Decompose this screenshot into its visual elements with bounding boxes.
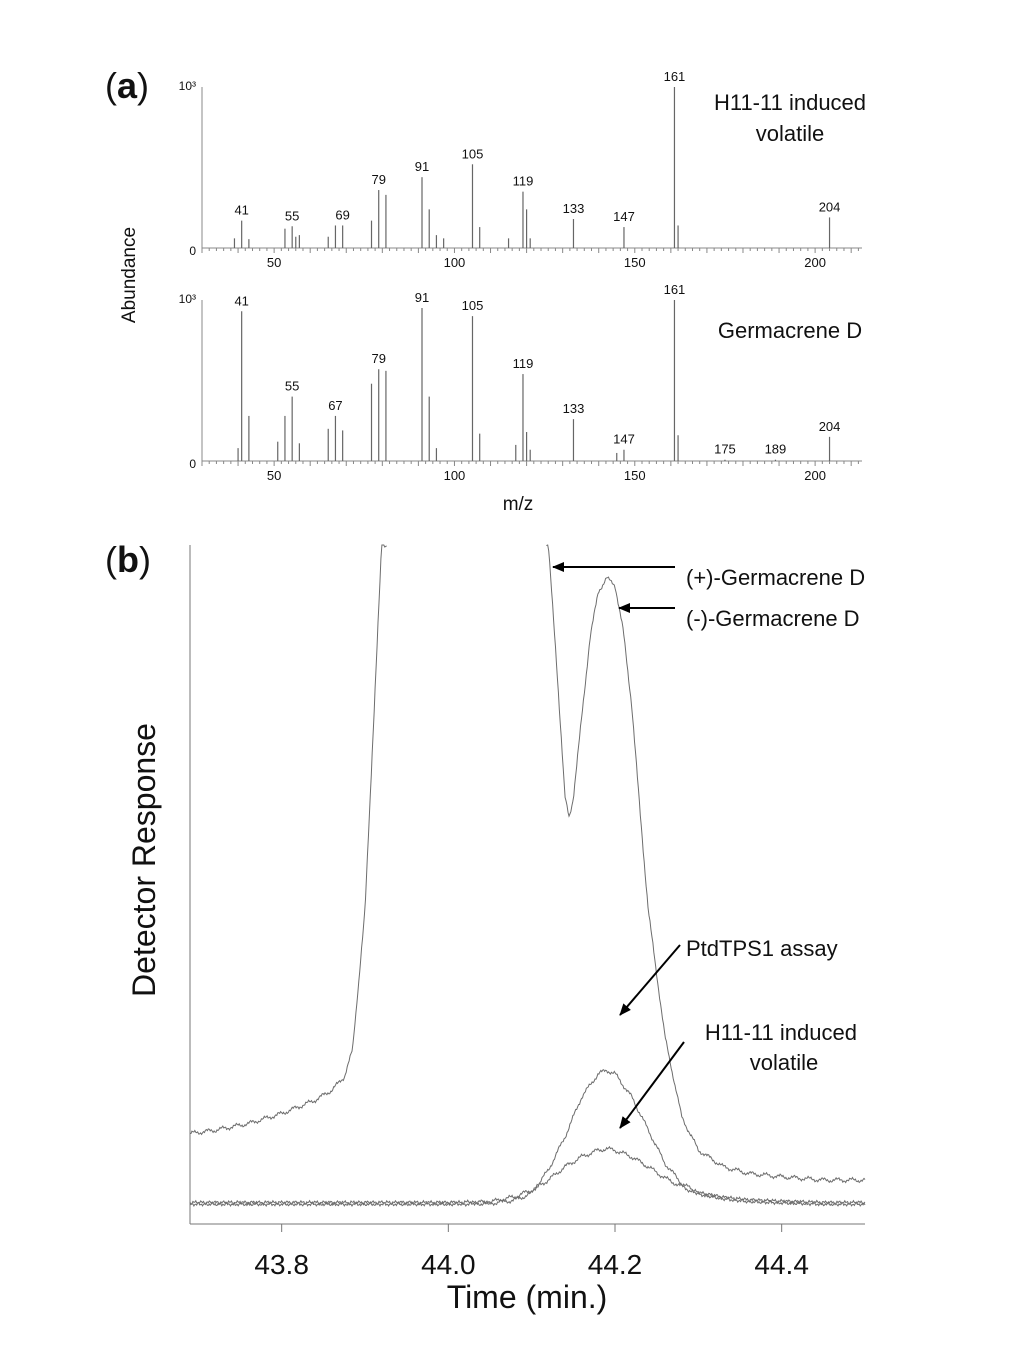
peak-label: 41 xyxy=(234,203,248,218)
panel-b: (b) Detector Response Time (min.) 43.8 44… xyxy=(105,539,866,1315)
minus-germacrene-label: (-)-Germacrene D xyxy=(686,606,860,631)
peak-label: 55 xyxy=(285,208,299,223)
detector-response-axis-label: Detector Response xyxy=(126,723,162,997)
peak-label: 161 xyxy=(664,282,686,297)
peak-label: 119 xyxy=(513,356,534,371)
x-tick-label: 100 xyxy=(444,255,466,270)
plus-germacrene-label: (+)-Germacrene D xyxy=(686,565,865,590)
time-tick-label: 44.0 xyxy=(421,1249,476,1280)
y-tick-label: 0 xyxy=(189,457,196,471)
x-tick-label: 50 xyxy=(267,255,281,270)
peak-label: 204 xyxy=(819,419,841,434)
h11-11-label: H11-11 induced volatile xyxy=(705,1020,863,1075)
peak-label: 67 xyxy=(328,398,342,413)
ptdtps1-label: PtdTPS1 assay xyxy=(686,936,838,961)
peak-label: 119 xyxy=(513,174,534,189)
time-axis-label: Time (min.) xyxy=(447,1279,608,1315)
peak-label: 91 xyxy=(415,159,429,174)
peak-label: 105 xyxy=(462,146,484,161)
peak-label: 133 xyxy=(563,201,585,216)
h11-11-arrow xyxy=(619,1041,685,1129)
peak-label: 147 xyxy=(613,432,635,447)
y-tick-label: 0 xyxy=(189,244,196,258)
peak-label: 79 xyxy=(371,351,385,366)
peak-label: 41 xyxy=(234,293,248,308)
spectrum-h11-11: 50 100 150 200 0 10³ 41 55 69 79 91 105 119 133 147 161… xyxy=(179,69,866,270)
trace-germacrene-d-standard xyxy=(190,544,866,1184)
peak-label: 105 xyxy=(462,298,484,313)
spectrum-title: Germacrene D xyxy=(718,318,862,343)
x-tick-label: 200 xyxy=(804,468,826,483)
panel-b-label: (b) xyxy=(105,539,151,580)
trace-h11-11-volatile xyxy=(189,1145,866,1208)
peak-label: 55 xyxy=(285,379,299,394)
peak-label: 175 xyxy=(714,442,736,457)
spectrum-germacrene-d: 50 100 150 200 0 10³ 41 55 67 79 91 105 119 133 147 161… xyxy=(179,282,862,483)
y-tick-label: 10³ xyxy=(179,292,196,306)
peak-label: 204 xyxy=(819,199,841,214)
panel-a: (a) Abundance m/z 50 100 150 200 0 10³ 41 55 69 7… xyxy=(105,65,866,515)
panel-a-label: (a) xyxy=(105,65,149,106)
y-tick-label: 10³ xyxy=(179,79,196,93)
time-tick-label: 44.4 xyxy=(754,1249,809,1280)
x-tick-label: 150 xyxy=(624,255,646,270)
peak-label: 69 xyxy=(335,207,349,222)
time-tick-label: 43.8 xyxy=(254,1249,309,1280)
chromatogram-traces xyxy=(189,544,866,1208)
x-tick-label: 200 xyxy=(804,255,826,270)
peak-label: 189 xyxy=(765,442,787,457)
mz-axis-label: m/z xyxy=(503,494,534,515)
trace-ptdtps1-assay xyxy=(189,1069,866,1208)
peak-label: 79 xyxy=(371,172,385,187)
time-tick-label: 44.2 xyxy=(588,1249,643,1280)
ptdtps1-arrow xyxy=(619,944,681,1016)
peak-label: 147 xyxy=(613,209,635,224)
abundance-axis-label: Abundance xyxy=(119,227,140,323)
peak-label: 133 xyxy=(563,401,585,416)
x-tick-label: 150 xyxy=(624,468,646,483)
x-tick-label: 100 xyxy=(444,468,466,483)
x-tick-label: 50 xyxy=(267,468,281,483)
chromatogram-ticks: 43.8 44.0 44.2 44.4 xyxy=(254,1224,809,1280)
peak-label: 91 xyxy=(415,290,429,305)
peak-label: 161 xyxy=(664,69,686,84)
